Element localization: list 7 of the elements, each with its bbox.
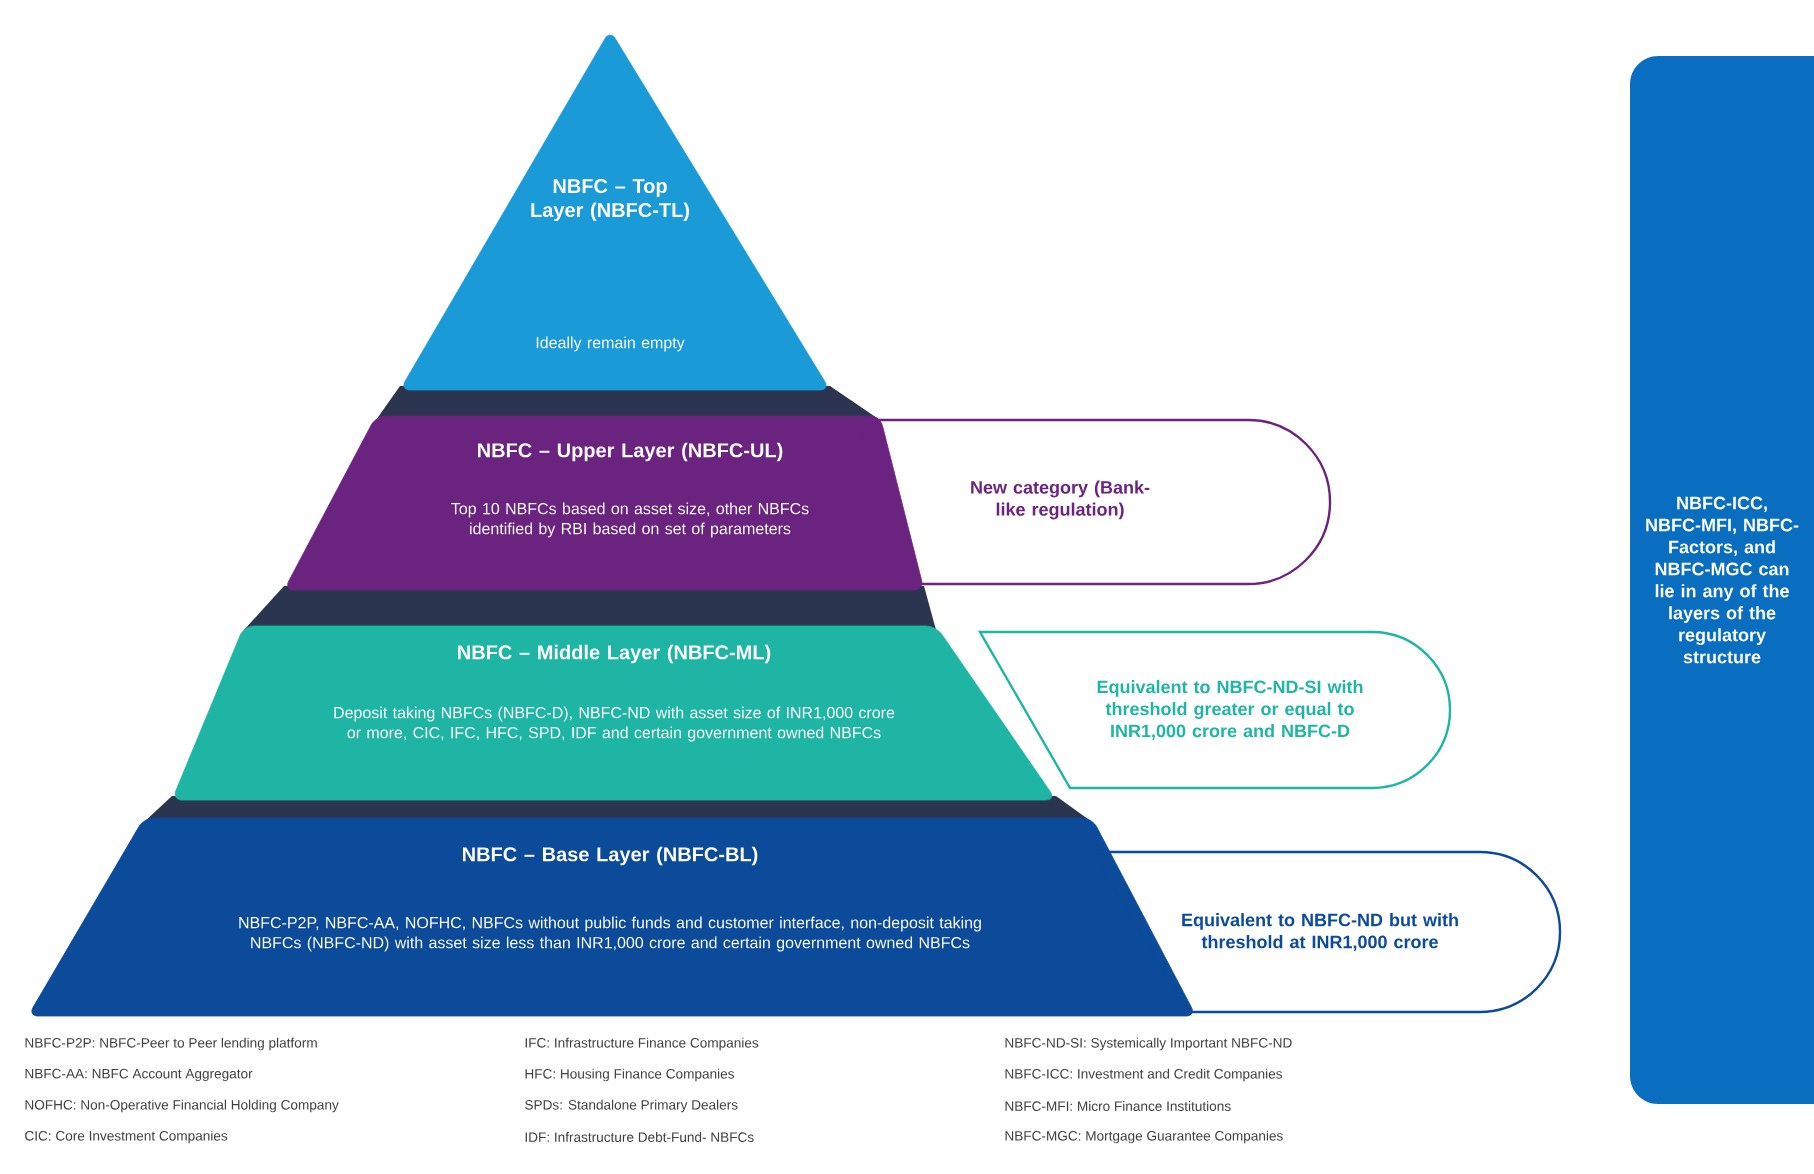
callout-box: New category (Bank-like regulation) <box>854 418 1332 586</box>
pyramid-layer: NBFC – Middle Layer (NBFC-ML) Deposit taking NBFCs (NBFC-D), NBFC-ND with asset size of INR1,000 crore or more, CIC, IFC, HFC, SPD, IDF and certain government owned NBFCs <box>174 625 1053 801</box>
side-panel: NBFC-ICC, NBFC-MFI, NBFC-Factors, and NBFC-MGC can lie in any of the layers of the regulatory structure <box>1630 56 1814 1104</box>
callout-box: Equivalent to NBFC-ND-SI with threshold greater or equal to INR1,000 crore and NBFC-D <box>978 630 1452 790</box>
pyramid-layer: NBFC – Upper Layer (NBFC-UL) Top 10 NBFCs based on asset size, other NBFCs identified by RBI based on set of parameters <box>287 415 923 591</box>
callout-box: Equivalent to NBFC-ND but with threshold at INR1,000 crore <box>1090 850 1562 1014</box>
pyramid-layer: NBFC – Top Layer (NBFC-TL) Ideally remain empty <box>403 34 827 391</box>
